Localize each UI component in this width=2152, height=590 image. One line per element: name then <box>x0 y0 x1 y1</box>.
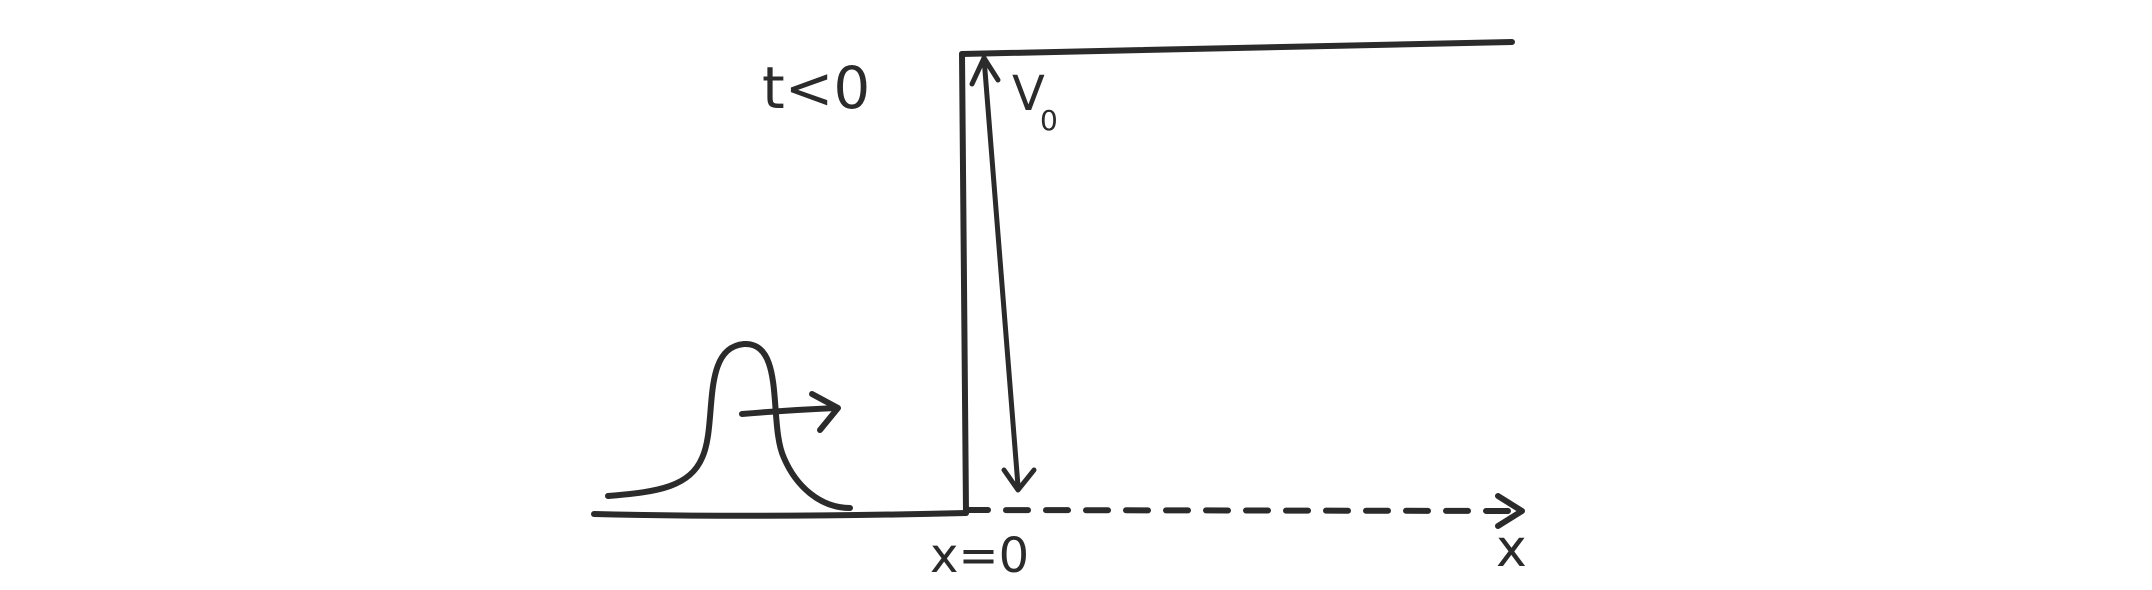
motion-arrow <box>739 405 839 417</box>
time-condition-label: t<0 <box>762 54 870 122</box>
barrier-height-subscript: 0 <box>1040 104 1058 137</box>
x-axis-arrowhead <box>1495 493 1525 529</box>
motion-arrowhead <box>809 391 841 433</box>
x-axis-label: x <box>1496 519 1527 579</box>
height-arrow-bottom-head <box>1001 467 1037 493</box>
step-plateau <box>959 39 1515 57</box>
height-arrow <box>981 55 1021 489</box>
step-wall <box>959 51 969 516</box>
ground-line <box>591 510 969 519</box>
barrier-height-label: V <box>1012 66 1045 122</box>
wave-packet <box>605 340 853 511</box>
height-arrow-top-head <box>969 55 1001 87</box>
origin-label: x=0 <box>930 528 1029 584</box>
x-axis-dashed <box>963 507 1523 514</box>
